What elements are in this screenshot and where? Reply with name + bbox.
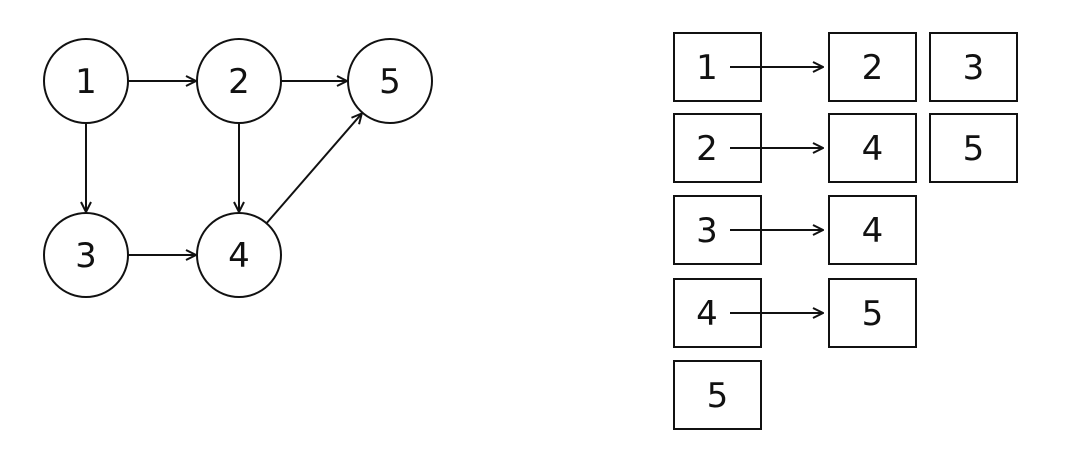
vertex-label: 1	[696, 48, 718, 88]
graph-node-3: 3	[43, 212, 129, 298]
neighbor-box	[828, 278, 917, 348]
graph-node-circle	[196, 212, 282, 298]
vertex-box	[673, 360, 762, 430]
graph-node-label: 2	[228, 62, 250, 102]
graph-node-label: 1	[75, 62, 97, 102]
graph-node-circle	[43, 38, 129, 124]
neighbor-box	[929, 32, 1018, 102]
neighbor-box	[828, 32, 917, 102]
adjacency-row-2: 2 4 5	[673, 113, 1018, 183]
neighbor-label: 2	[862, 48, 884, 88]
neighbor-label: 3	[963, 48, 985, 88]
graph-node-2: 2	[196, 38, 282, 124]
graph-node-label: 4	[228, 236, 250, 276]
graph-edges	[86, 81, 362, 255]
graph-edge-4-to-5	[265, 113, 362, 224]
neighbor-box	[828, 195, 917, 265]
graph-node-circle	[196, 38, 282, 124]
graph-node-label: 5	[379, 62, 401, 102]
vertex-label: 3	[696, 211, 718, 251]
adjacency-row-1: 1 2 3	[673, 32, 1018, 102]
vertex-label: 4	[696, 294, 718, 334]
neighbor-box	[828, 113, 917, 183]
neighbor-label: 5	[862, 294, 884, 334]
graph-node-1: 1	[43, 38, 129, 124]
graph-node-label: 3	[75, 236, 97, 276]
adjacency-row-5: 5	[673, 360, 762, 430]
neighbor-box	[929, 113, 1018, 183]
neighbor-label: 4	[862, 129, 884, 169]
graph-node-circle	[347, 38, 433, 124]
vertex-label: 5	[707, 376, 729, 416]
graph-node-4: 4	[196, 212, 282, 298]
graph-nodes: 1 2 3 4 5	[43, 38, 433, 298]
vertex-box	[673, 32, 762, 102]
neighbor-label: 5	[963, 129, 985, 169]
vertex-label: 2	[696, 129, 718, 169]
graph-node-circle	[43, 212, 129, 298]
graph-node-5: 5	[347, 38, 433, 124]
neighbor-label: 4	[862, 211, 884, 251]
